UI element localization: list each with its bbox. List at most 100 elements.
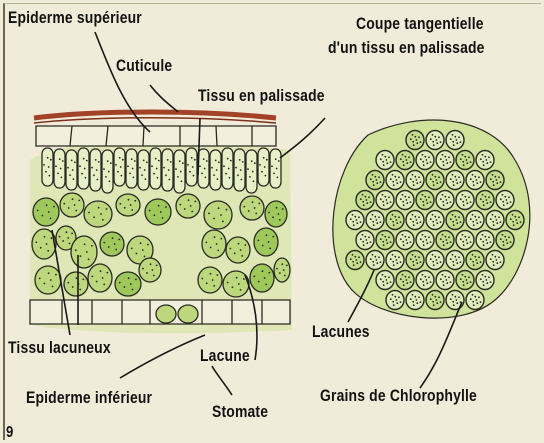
palisade-cell-cross-section [466,251,484,270]
palisade-cell-cross-section [416,151,434,170]
palisade-cell-cross-section [446,171,464,190]
palisade-cell-cross-section [466,211,484,230]
spongy-cell [240,196,264,220]
palisade-cell [150,148,161,189]
palisade-cell-cross-section [436,271,454,290]
palisade-cell-cross-section [446,251,464,270]
palisade-cell [162,149,173,191]
label-tissu-palissade: Tissu en palissade [198,86,325,106]
palisade-cell-cross-section [376,191,394,210]
palisade-cell-cross-section [476,231,494,250]
palisade-cell-cross-section [436,151,454,170]
palisade-cell-cross-section [346,251,364,270]
spongy-cell [145,199,171,225]
palisade-cell-cross-section [426,291,444,310]
palisade-cell-cross-section [416,231,434,250]
palisade-cell-cross-section [416,271,434,290]
palisade-cell-cross-section [426,211,444,230]
spongy-cell [254,228,278,256]
palisade-cell-cross-section [426,171,444,190]
leader-epiderme-inf [120,335,205,378]
palisade-cell-cross-section [426,131,444,150]
palisade-cell-cross-section [396,271,414,290]
label-tissu-lacuneux: Tissu lacuneux [8,338,111,358]
palisade-cell-cross-section [466,291,484,310]
palisade-cell-cross-section [386,291,404,310]
spongy-cell [60,193,84,217]
spongy-cell [265,201,287,227]
leader-stomate [212,366,232,395]
spongy-cell [250,264,274,292]
label-stomate: Stomate [212,402,268,422]
palisade-cell-cross-section [506,211,524,230]
label-grains-chlorophylle: Grains de Chlorophylle [320,386,477,406]
spongy-cell [226,237,250,263]
palisade-cell-cross-section [496,191,514,210]
spongy-cell [100,232,124,256]
palisade-cell [270,149,281,188]
palisade-cell-cross-section [396,151,414,170]
palisade-cell-cross-section [486,171,504,190]
spongy-cell [35,266,61,294]
leader-epiderme-sup [95,32,150,132]
palisade-cell-cross-section [456,191,474,210]
palisade-cell-cross-section [406,131,424,150]
palisade-cell-cross-section [476,191,494,210]
palisade-cell-cross-section [376,231,394,250]
spongy-cell [202,230,226,258]
palisade-cell [102,150,113,193]
spongy-cell [204,201,232,229]
spongy-cell [223,271,249,297]
palisade-cell [174,150,185,193]
palisade-cell-cross-section [346,211,364,230]
palisade-cell [186,148,197,186]
palisade-cell-cross-section [406,251,424,270]
palisade-cell [66,150,77,190]
spongy-cell [139,258,161,282]
palisade-cell-cross-section [486,211,504,230]
label-epiderme-inferieur: Epiderme inférieur [26,388,152,408]
palisade-cell-cross-section [446,291,464,310]
figure-number: 9 [6,424,13,442]
palisade-cell [78,148,89,189]
palisade-cell-cross-section [376,151,394,170]
palisade-cell-cross-section [456,271,474,290]
palisade-cell-cross-section [406,211,424,230]
spongy-cell [64,272,88,296]
palisade-cell [210,150,221,190]
palisade-cell [126,149,137,188]
palisade-cell-cross-section [456,151,474,170]
palisade-cell [222,148,233,189]
spongy-cell [116,194,140,216]
palisade-cell-cross-section [446,131,464,150]
palisade-cell [114,148,125,186]
spongy-cell [88,264,112,292]
spongy-cell [84,201,112,227]
palisade-cell-cross-section [366,211,384,230]
leader-palissade-2 [280,118,325,158]
spongy-cell [176,194,200,218]
label-coupe-line1: Coupe tangentielle [356,14,484,34]
palisade-cell-cross-section [386,211,404,230]
palisade-cell [138,150,149,190]
palisade-cell-cross-section [386,171,404,190]
palisade-cell-cross-section [406,171,424,190]
palisade-cell-cross-section [476,151,494,170]
palisade-cell-cross-section [396,191,414,210]
palisade-cell-cross-section [366,251,384,270]
palisade-cell-cross-section [466,171,484,190]
palisade-cell-cross-section [416,191,434,210]
palisade-cell-cross-section [366,171,384,190]
spongy-cell [33,198,59,226]
spongy-cell [198,267,222,293]
palisade-cell-cross-section [436,191,454,210]
palisade-cell [54,149,65,188]
palisade-cell-cross-section [396,231,414,250]
label-lacune: Lacune [200,346,250,366]
label-epiderme-superieur: Epiderme supérieur [8,8,142,28]
label-lacunes: Lacunes [312,322,370,342]
spongy-cell [71,236,97,268]
leader-cuticule [150,85,178,112]
